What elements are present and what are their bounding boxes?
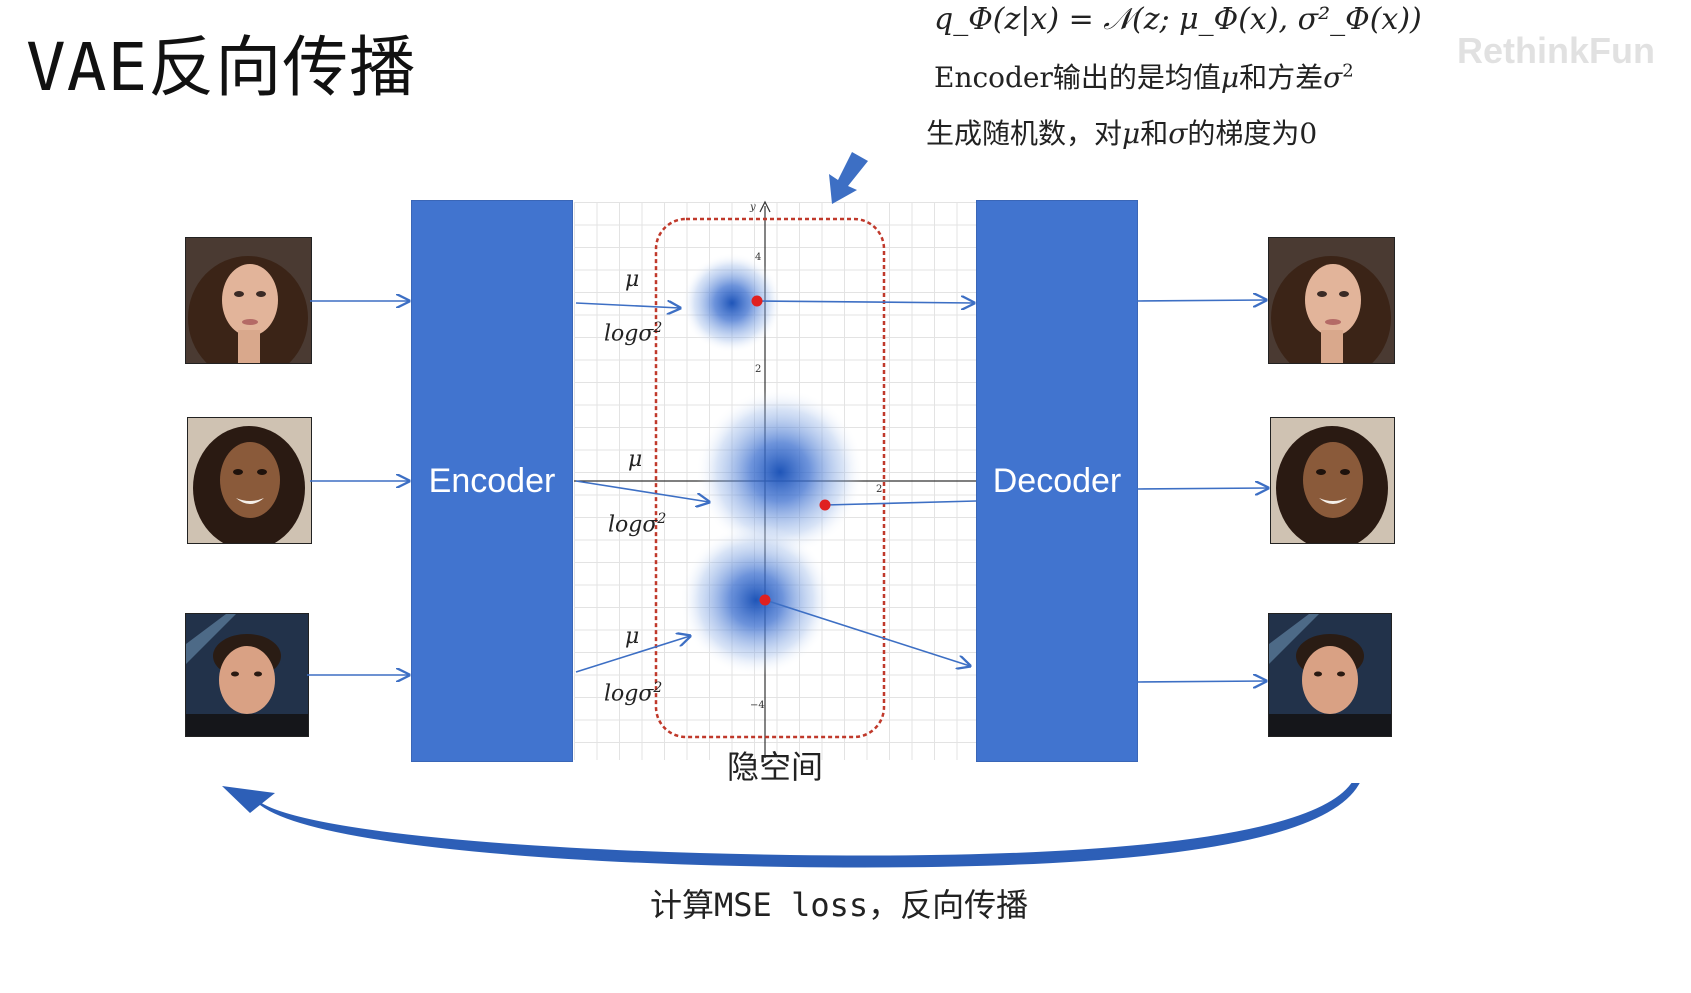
tick-label-4: 4	[755, 252, 762, 263]
gaussian-3	[680, 524, 832, 676]
y-axis-label: y	[750, 202, 756, 213]
tick-label-neg4: −4	[750, 700, 765, 711]
arrow-latent-3	[764, 599, 970, 666]
formula-line-3-sigma: σ	[1168, 117, 1188, 150]
face-woman-2-icon	[188, 418, 311, 543]
slide-title: VAE反向传播	[26, 29, 417, 106]
output-face-3	[1268, 613, 1392, 737]
formula-line-3: 生成随机数，对μ和σ的梯度为0	[926, 112, 1317, 152]
tick-label-2: 2	[755, 364, 762, 375]
mu-label-2: μ	[628, 447, 643, 472]
formula-line-3-mid: 和	[1140, 117, 1169, 150]
formula-line-1: q_Φ(z|x) = 𝒩(z; μ_Φ(x), σ²_Φ(x))	[934, 2, 1422, 37]
formula-line-3-mu: μ	[1122, 117, 1141, 150]
encoder-label: Encoder	[428, 461, 556, 500]
face-woman-1-icon	[1269, 238, 1394, 363]
logsigma-text-2: logσ	[608, 512, 658, 538]
formula-line-2-mu: μ	[1220, 61, 1240, 94]
watermark: RethinkFun	[1457, 30, 1655, 71]
logsigma-sup-2: 2	[657, 511, 667, 527]
y-axis-arrow-icon	[759, 200, 771, 213]
tick-label-x2: 2	[876, 484, 883, 495]
gaussian-2	[696, 388, 864, 556]
sample-point-1	[751, 295, 763, 307]
output-face-2	[1270, 417, 1395, 544]
arrow-latent-1	[756, 301, 974, 303]
backprop-curve-arrow	[257, 783, 1360, 868]
sample-point-3	[759, 594, 771, 606]
logsigma-label-1: logσ2	[604, 320, 662, 346]
bottom-caption: 计算MSE loss，反向传播	[650, 886, 1029, 924]
arrow-output-3	[1136, 681, 1266, 682]
formula-line-2-sigma: σ	[1323, 61, 1343, 94]
decoder-label: Decoder	[992, 461, 1122, 500]
formula-line-2-sup: 2	[1342, 60, 1354, 82]
pointer-arrow-icon	[829, 152, 868, 204]
latent-region-border	[654, 217, 886, 739]
input-face-2	[187, 417, 312, 544]
face-man-icon	[186, 614, 308, 736]
output-face-1	[1268, 237, 1395, 364]
formula-expression: q_Φ(z|x) = 𝒩(z; μ_Φ(x), σ²_Φ(x))	[934, 2, 1422, 37]
logsigma-text-3: logσ	[604, 681, 654, 707]
input-face-1	[185, 237, 312, 364]
decoder-block: Decoder	[976, 200, 1138, 762]
logsigma-sup-3: 2	[653, 680, 663, 696]
logsigma-label-2: logσ2	[608, 511, 666, 537]
backprop-arrowhead-icon	[222, 786, 275, 813]
arrow-encoder-3	[575, 636, 690, 673]
input-face-3	[185, 613, 309, 737]
arrow-latent-2	[824, 500, 977, 506]
logsigma-sup-1: 2	[653, 320, 663, 336]
sample-point-2	[819, 499, 831, 511]
formula-line-3-suffix: 的梯度为0	[1187, 117, 1318, 150]
formula-line-2-prefix: Encoder输出的是均值	[934, 61, 1221, 94]
formula-line-3-prefix: 生成随机数，对	[926, 117, 1123, 150]
face-woman-2-icon	[1271, 418, 1394, 543]
arrow-output-2	[1136, 488, 1268, 489]
logsigma-text-1: logσ	[604, 321, 654, 347]
latent-space-label: 隐空间	[727, 748, 824, 786]
arrow-output-1	[1136, 300, 1266, 301]
logsigma-label-3: logσ2	[604, 680, 662, 706]
face-woman-1-icon	[186, 238, 311, 363]
formula-line-2: Encoder输出的是均值μ和方差σ2	[934, 56, 1354, 96]
gaussian-1	[682, 253, 782, 353]
formula-line-2-mid: 和方差	[1239, 61, 1324, 94]
face-man-icon	[1269, 614, 1391, 736]
arrow-encoder-1	[575, 303, 680, 308]
mu-label-3: μ	[625, 624, 640, 649]
encoder-block: Encoder	[411, 200, 573, 762]
mu-label-1: μ	[625, 267, 640, 292]
arrow-encoder-2	[575, 480, 709, 502]
